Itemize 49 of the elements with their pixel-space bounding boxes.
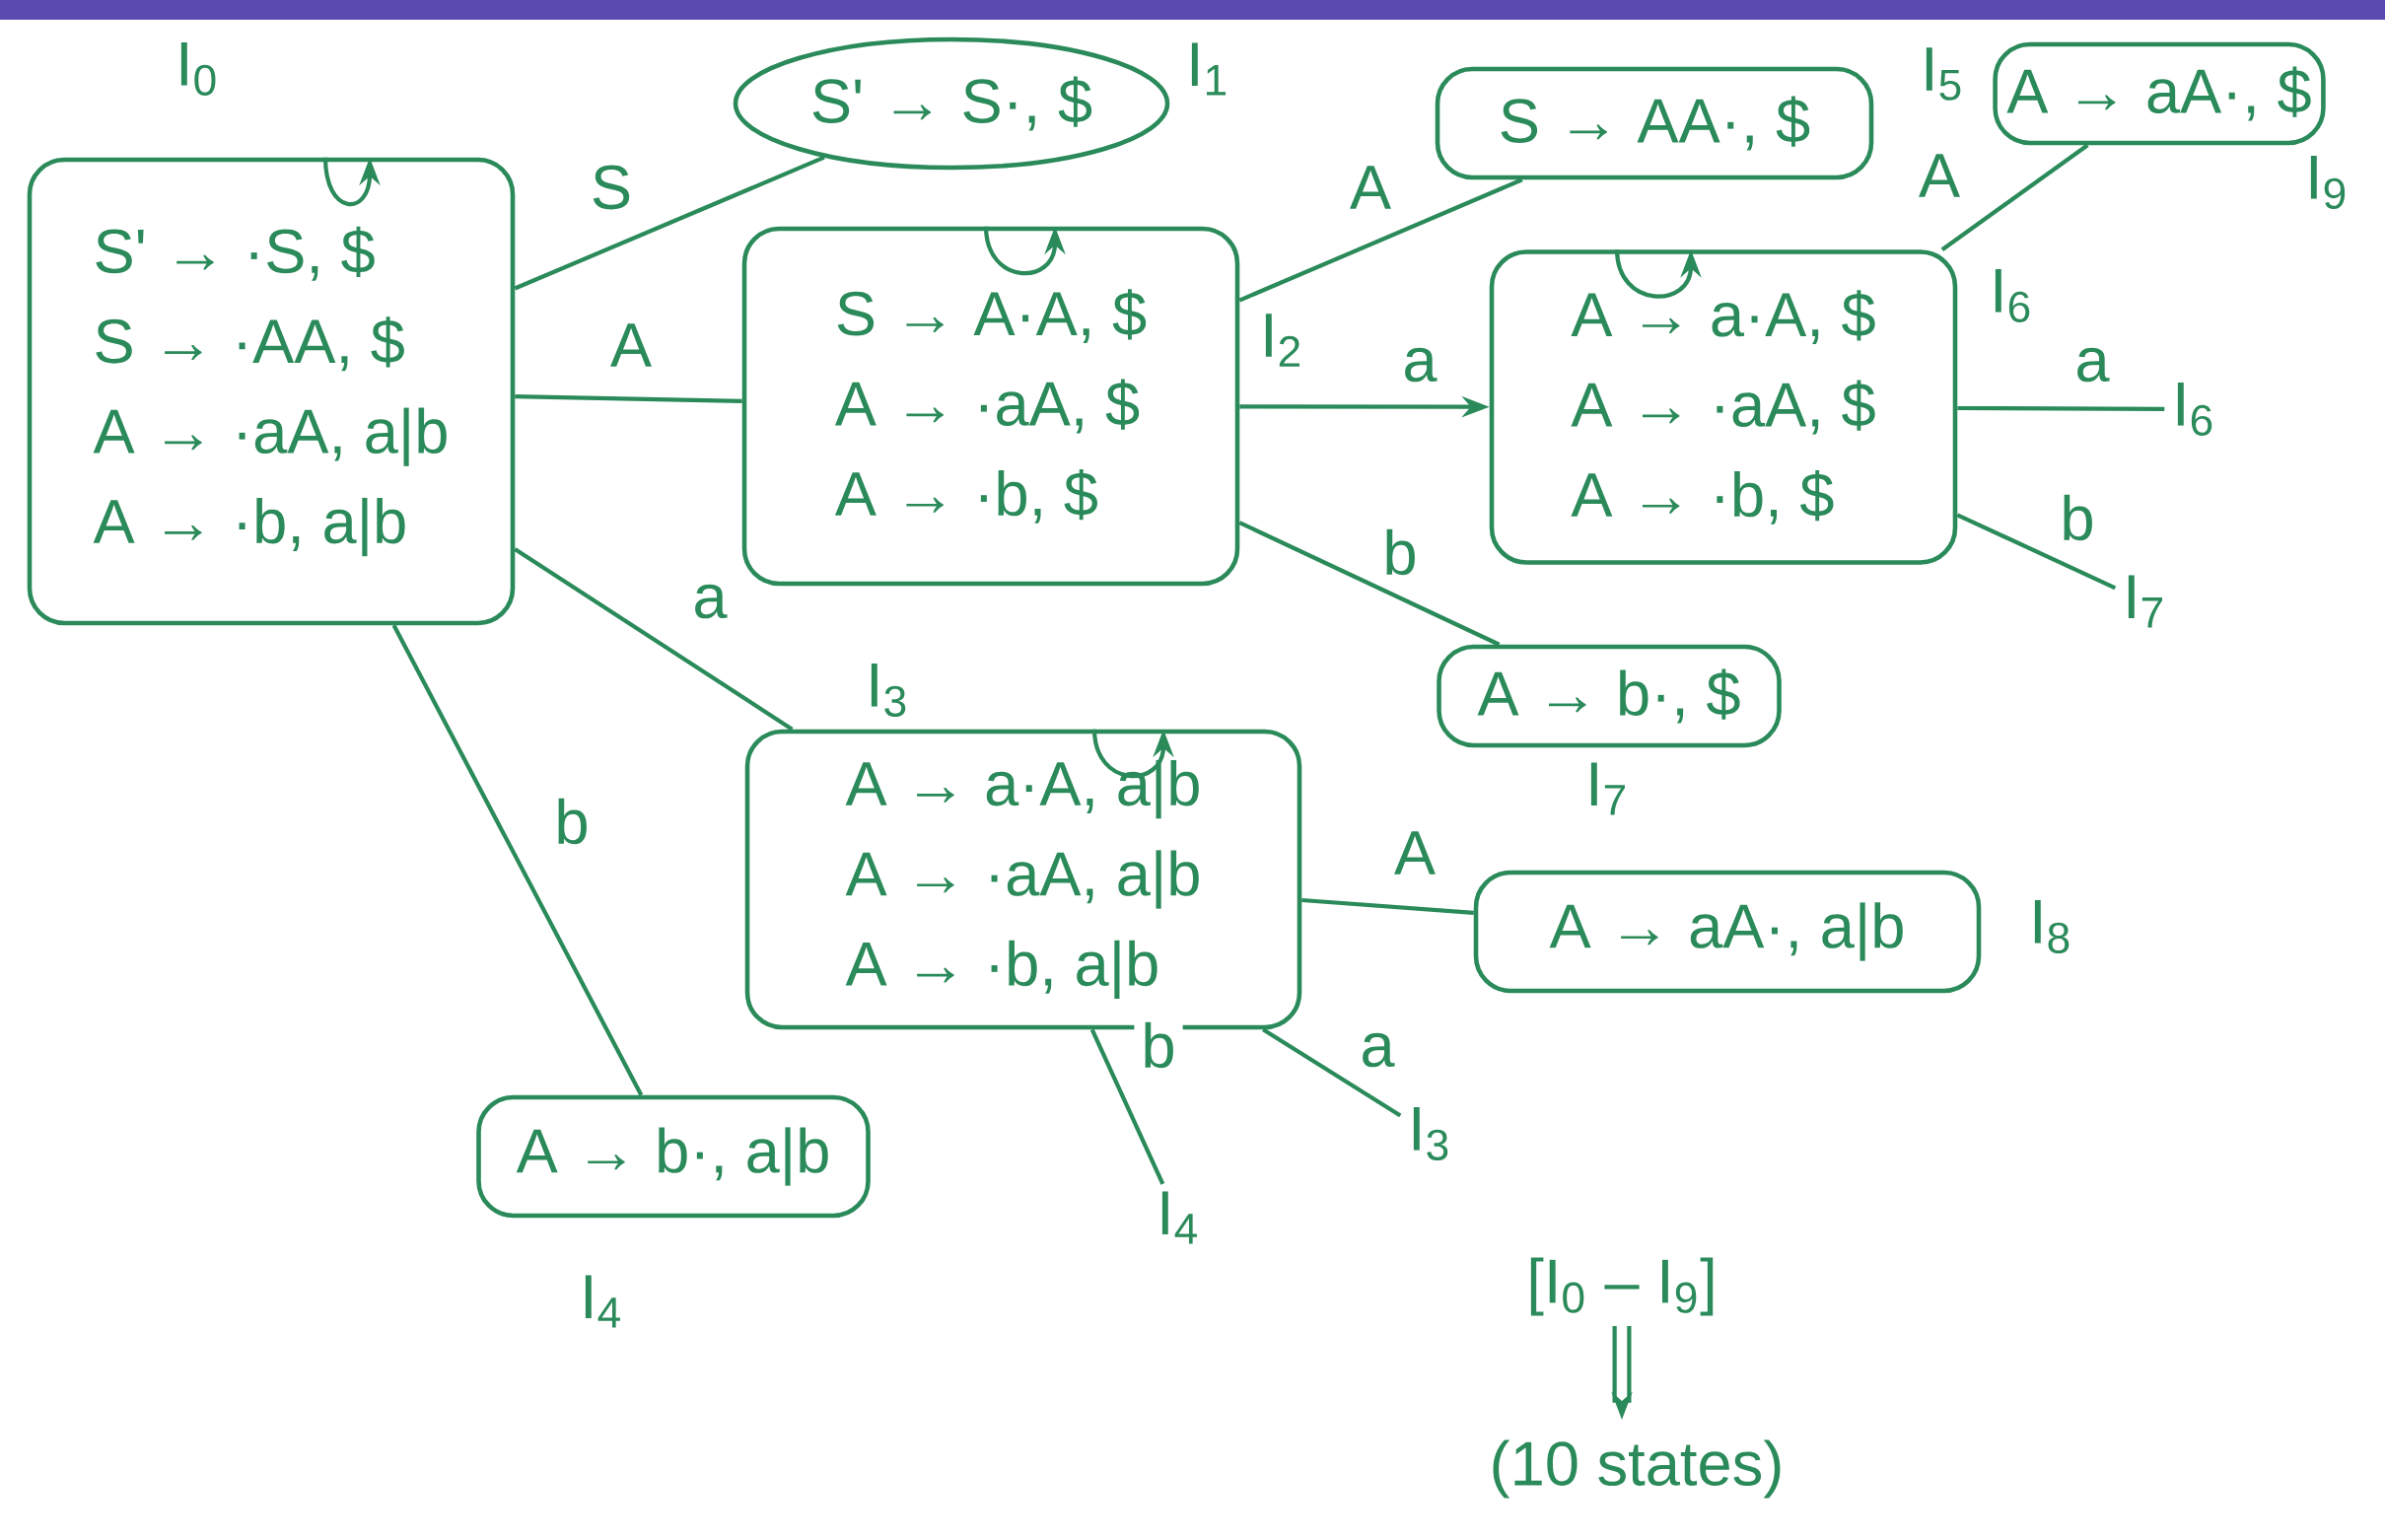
item-set-box: S → A·A, $ A → ·aA, $ A → ·b, $ bbox=[741, 226, 1240, 587]
edge-label: A bbox=[1911, 147, 1968, 204]
transition-line bbox=[1262, 1027, 1402, 1118]
item-set-box: A → b·, $ bbox=[1437, 644, 1782, 748]
edge-label: b bbox=[2053, 487, 2102, 548]
transition-line bbox=[1238, 521, 1501, 647]
state-label: I$_{0}$ bbox=[180, 42, 216, 96]
state-label: I$_{9}$ bbox=[2310, 156, 2346, 209]
state-label: I$_{1}$ bbox=[1191, 42, 1227, 96]
edge-label: a bbox=[2068, 340, 2117, 389]
edge-label: A bbox=[602, 316, 660, 374]
edge-label: b bbox=[1134, 1015, 1183, 1076]
edge-label: b bbox=[547, 791, 596, 852]
state-label: I$_{6}$ bbox=[2177, 383, 2212, 436]
edge-label: a bbox=[1353, 1025, 1402, 1075]
transition-line bbox=[1957, 405, 2165, 411]
item-set-box: S' → ·S, $ S → ·AA, $ A → ·aA, a|b A → ·b, a|b bbox=[27, 157, 516, 626]
item-set-box: A → a·A, $ A → ·aA, $ A → ·b, $ bbox=[1489, 249, 1958, 565]
transition-line bbox=[1956, 513, 2117, 591]
item-set-box: S → AA·, $ bbox=[1435, 66, 1874, 180]
transition-line bbox=[1089, 1028, 1165, 1185]
state-label: I$_{5}$ bbox=[1926, 47, 1961, 101]
transition-line bbox=[515, 394, 742, 403]
edge-label: a bbox=[1395, 340, 1444, 389]
state-label: I$_{3}$ bbox=[871, 664, 906, 717]
item-set-box: A → aA·, a|b bbox=[1473, 870, 1982, 994]
state-label: I$_{3}$ bbox=[1413, 1107, 1448, 1160]
state-label: I$_{4}$ bbox=[1161, 1191, 1197, 1244]
state-label: I$_{7}$ bbox=[2128, 575, 2162, 628]
state-label: I$_{4}$ bbox=[585, 1275, 620, 1328]
state-label: I$_{7}$ bbox=[1590, 762, 1625, 815]
note-text: [I$_{0}$ – I$_{9}$] bbox=[1530, 1257, 1714, 1316]
transition-line bbox=[514, 155, 825, 291]
state-label: I$_{6}$ bbox=[1995, 269, 2030, 322]
transition-line bbox=[1301, 897, 1474, 916]
edge-label: a bbox=[685, 577, 735, 626]
state-label: I$_{2}$ bbox=[1265, 314, 1299, 367]
edge-label: S bbox=[583, 158, 640, 217]
transition-line bbox=[514, 547, 794, 732]
edge-label: A bbox=[1342, 159, 1399, 216]
edge-label: A bbox=[1386, 824, 1443, 881]
item-set-box: A → b·, a|b bbox=[476, 1094, 871, 1219]
transition-line bbox=[1238, 177, 1523, 303]
transition-line bbox=[391, 624, 644, 1096]
state-label: I$_{8}$ bbox=[2034, 900, 2069, 953]
note-text: (10 states) bbox=[1493, 1439, 1781, 1499]
transition-line bbox=[1940, 143, 2089, 251]
item-set-box: A → aA·, $ bbox=[1993, 41, 2326, 146]
edge-label: b bbox=[1375, 522, 1425, 583]
